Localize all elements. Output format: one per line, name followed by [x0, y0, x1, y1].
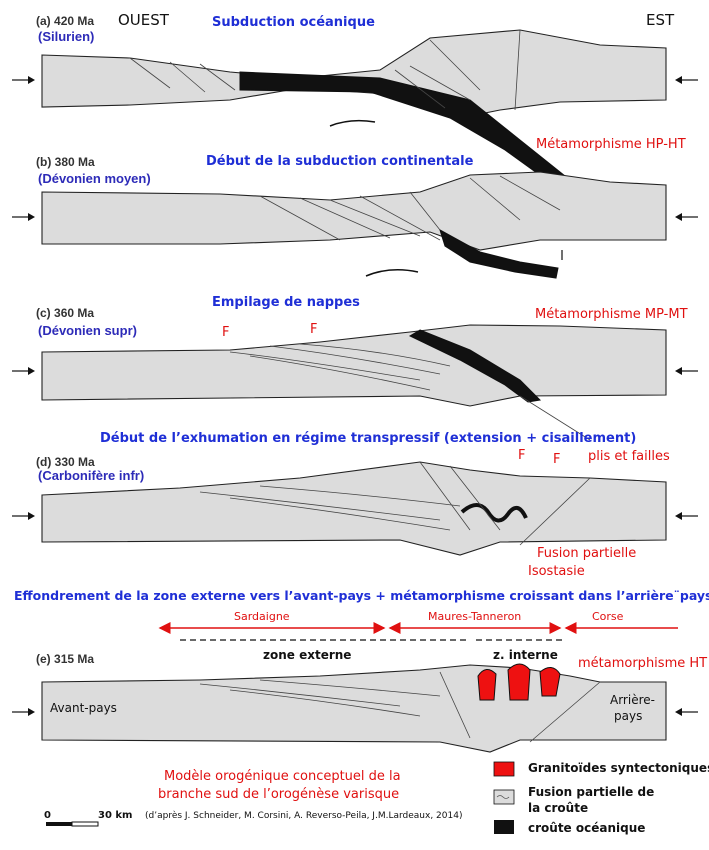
panel-e-label: (e) 315 Ma: [36, 652, 94, 666]
zone-externe: zone externe: [263, 648, 351, 662]
panel-c-metamorphism: Métamorphisme MP-MT: [535, 307, 688, 322]
panel-b-oceanic-slab: [439, 228, 559, 279]
panel-a-period: (Silurien): [38, 29, 94, 44]
panel-b-arrowhead-right: [675, 213, 682, 221]
legend-swatch-melt: [493, 789, 515, 805]
arriere-pays-label-1: Arrière-: [610, 693, 655, 707]
panel-a: (a) 420 Ma (Silurien) Subduction océaniq…: [12, 14, 698, 187]
panel-d-thrusts: [199, 461, 591, 546]
panel-e-title: Effondrement de la zone externe vers l’a…: [14, 588, 709, 603]
region-maures: Maures-Tanneron: [428, 610, 521, 623]
legend-label-melt-2: la croûte: [528, 801, 588, 815]
panel-b-arrowhead-left: [28, 213, 35, 221]
panel-c-period: (Dévonien supr): [38, 323, 137, 338]
panel-d-period: (Carbonifère infr): [38, 468, 144, 483]
panel-c-label: (c) 360 Ma: [36, 306, 94, 320]
legend-swatch-granite: [493, 761, 515, 777]
region-corse: Corse: [592, 610, 624, 623]
east-label: EST: [646, 11, 675, 29]
panel-e-metamorphism: métamorphisme HT: [578, 656, 707, 671]
legend: Granitoïdes syntectoniques Fusion partie…: [493, 761, 709, 835]
panel-c-oceanic-slab: [408, 329, 542, 403]
panel-d-label: (d) 330 Ma: [36, 455, 95, 469]
panel-d-partial-melting: Fusion partielle: [537, 546, 636, 561]
avant-pays-label: Avant-pays: [50, 701, 117, 715]
panel-a-motion-arrow: [329, 119, 376, 127]
panel-e-arrowhead-left: [28, 708, 35, 716]
panel-a-metamorphism: Métamorphisme HP-HT: [536, 137, 686, 152]
panel-d-arrowhead-left: [28, 512, 35, 520]
panel-b-period: (Dévonien moyen): [38, 171, 151, 186]
panel-c-title: Empilage de nappes: [212, 295, 360, 310]
panel-c-fault-1: F: [222, 325, 229, 340]
panel-d-arrowhead-right: [675, 512, 682, 520]
panel-b: (b) 380 Ma (Dévonien moyen) Début de la …: [12, 154, 698, 279]
panel-e-crust: [41, 664, 667, 753]
panel-c: (c) 360 Ma (Dévonien supr) Empilage de n…: [12, 295, 698, 441]
panel-c-arrowhead-left: [28, 367, 35, 375]
legend-label-granite: Granitoïdes syntectoniques: [528, 761, 709, 775]
panel-b-faults: [259, 175, 561, 241]
caption-credit: (d’après J. Schneider, M. Corsini, A. Re…: [145, 810, 462, 821]
west-label: OUEST: [118, 11, 170, 29]
panel-a-label: (a) 420 Ma: [36, 14, 94, 28]
panel-a-arrowhead-left: [28, 76, 35, 84]
panel-d-title: Début de l’exhumation en régime transpre…: [100, 431, 636, 446]
region-sardaigne: Sardaigne: [234, 610, 290, 623]
scale-length: 30 km: [98, 810, 132, 821]
panel-a-title: Subduction océanique: [212, 15, 375, 30]
caption-line-2: branche sud de l’orogénèse varisque: [158, 787, 399, 802]
panel-d-isostasy: Isostasie: [528, 564, 585, 579]
granite-2: [507, 663, 531, 701]
panel-c-nappes: [229, 343, 591, 441]
scale-zero: 0: [44, 810, 51, 821]
zone-interne: z. interne: [493, 648, 558, 662]
panel-b-label: (b) 380 Ma: [36, 155, 95, 169]
legend-label-ocean: croûte océanique: [528, 821, 645, 835]
panel-c-fault-2: F: [310, 322, 317, 337]
panel-a-east-crust: [299, 29, 667, 119]
panel-e-thrusts: [199, 671, 601, 743]
legend-swatch-ocean: [494, 820, 514, 834]
panel-d-fault-2: F: [553, 452, 560, 467]
panel-a-arrowhead-right: [675, 76, 682, 84]
panel-e: Effondrement de la zone externe vers l’a…: [12, 588, 709, 753]
legend-label-melt-1: Fusion partielle de: [528, 785, 654, 799]
granite-3: [539, 667, 561, 697]
panel-d-folds: [460, 503, 528, 523]
panel-c-arrowhead-right: [675, 367, 682, 375]
panel-b-title: Début de la subduction continentale: [206, 154, 474, 169]
panel-b-crust: [41, 171, 667, 251]
panel-d-folds-faults: plis et failles: [588, 449, 670, 464]
panel-a-faults: [129, 29, 521, 111]
caption-line-1: Modèle orogénique conceptuel de la: [164, 769, 401, 784]
panel-d-fault-1: F: [518, 448, 525, 463]
arriere-pays-label-2: pays: [614, 709, 642, 723]
panel-d: Début de l’exhumation en régime transpre…: [12, 431, 698, 579]
legend-swatch-melt-texture: [496, 795, 510, 799]
panel-b-motion-arrow: [365, 269, 419, 277]
granite-1: [477, 669, 497, 701]
scale-bar: 0 30 km: [44, 810, 132, 827]
panel-e-arrowhead-right: [675, 708, 682, 716]
panel-d-crust: [41, 461, 667, 556]
